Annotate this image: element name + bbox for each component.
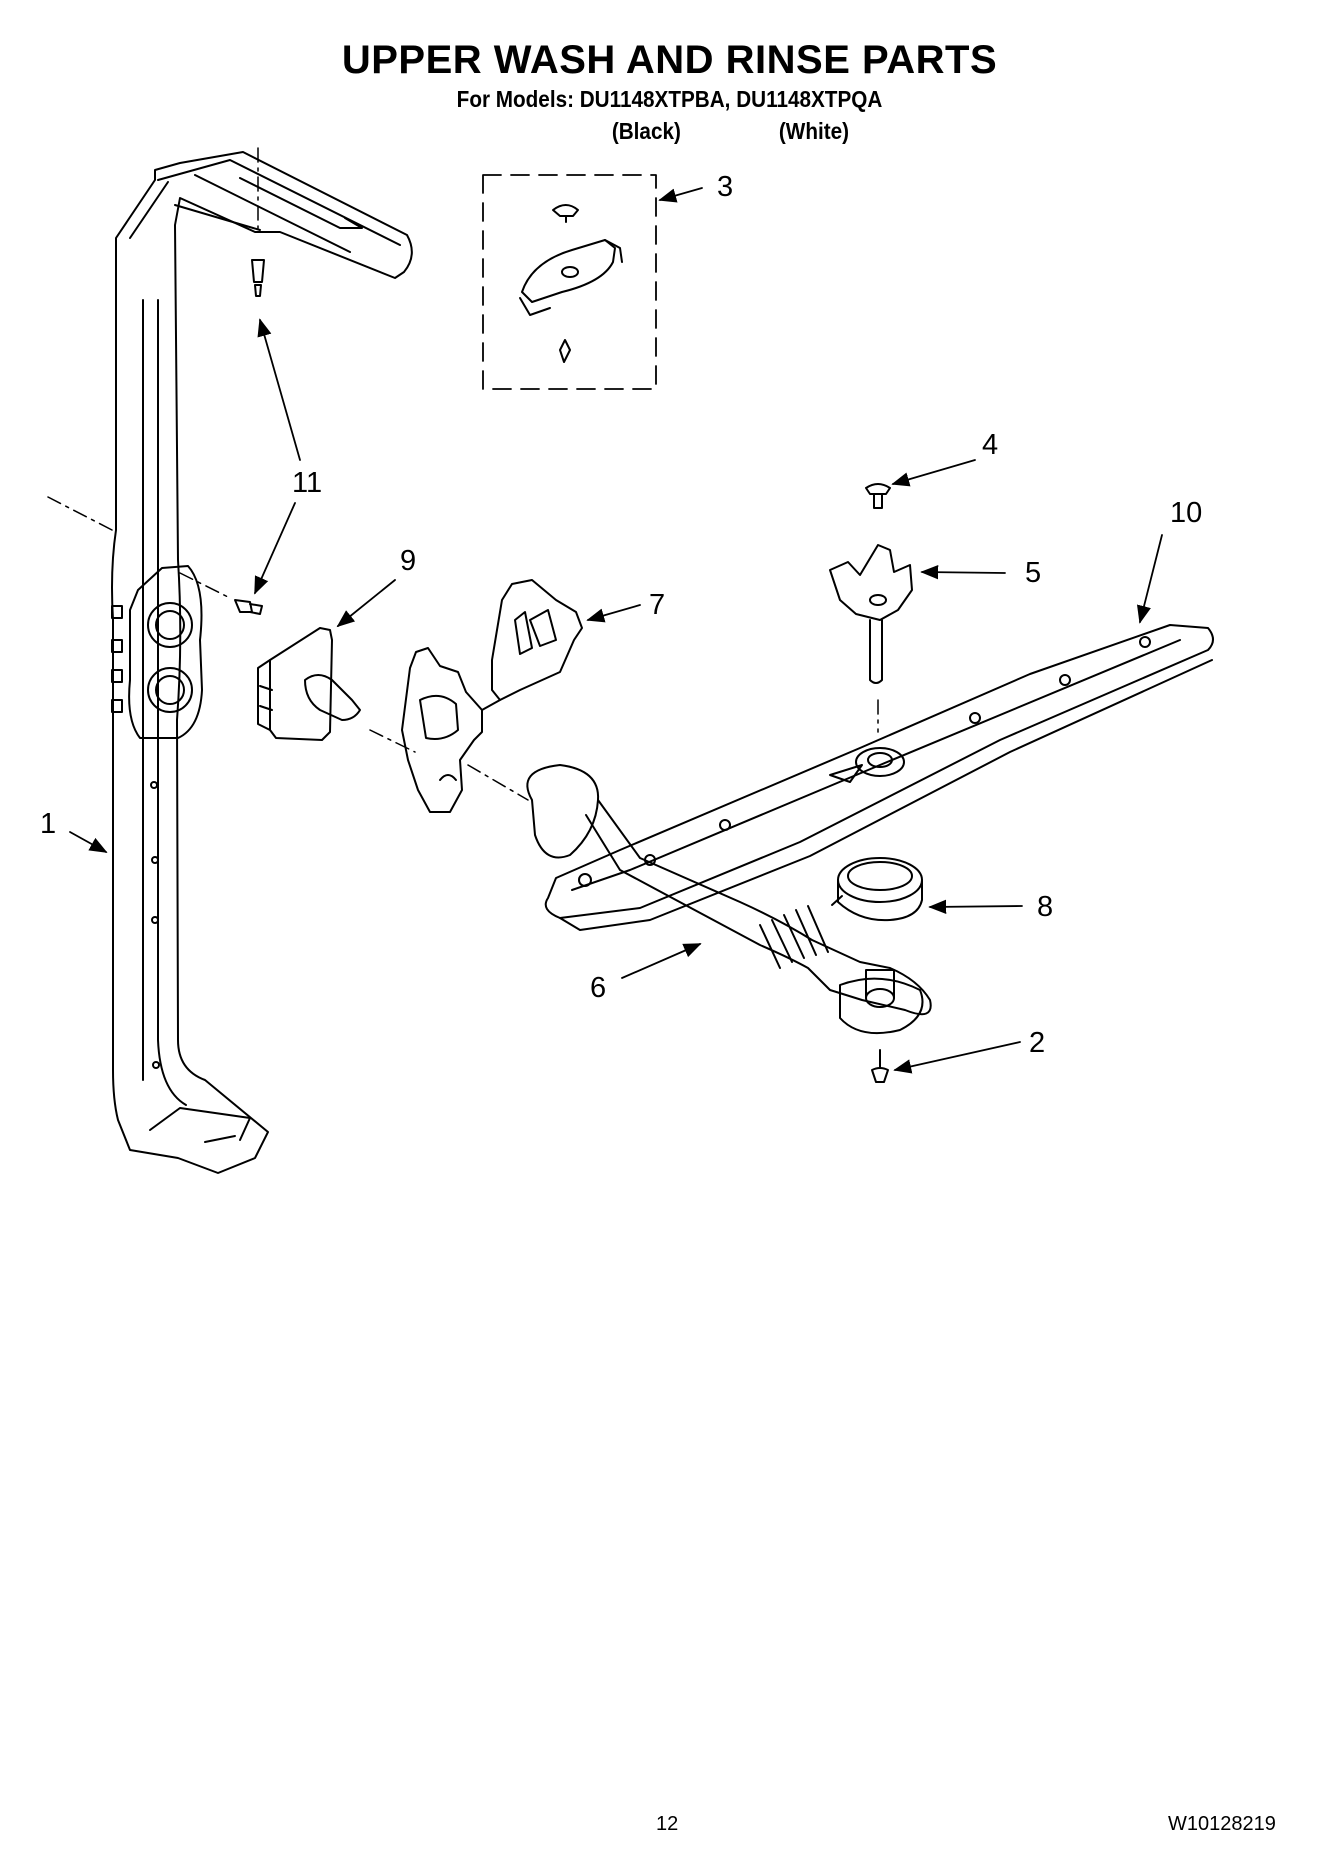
part-9-diverter xyxy=(257,627,361,741)
page-number: 12 xyxy=(656,1813,679,1835)
centerlines xyxy=(47,147,879,801)
callout-7: 7 xyxy=(649,589,665,621)
part-10-spray-arm xyxy=(544,624,1214,931)
variant-white-label: (White) xyxy=(778,118,850,144)
callout-9: 9 xyxy=(400,545,416,577)
part-2-screw xyxy=(871,1049,889,1083)
callout-4: 4 xyxy=(982,429,998,461)
variant-black-label: (Black) xyxy=(611,118,681,144)
page-title: UPPER WASH AND RINSE PARTS xyxy=(341,38,998,82)
callout-1: 1 xyxy=(40,808,56,840)
callout-labels: 1 2 3 4 5 6 7 8 9 10 11 xyxy=(40,171,1202,1059)
callout-3: 3 xyxy=(717,171,733,203)
callout-2: 2 xyxy=(1029,1027,1045,1059)
callout-5: 5 xyxy=(1025,557,1041,589)
part-4-screw xyxy=(865,483,891,509)
part-11-screws xyxy=(234,259,265,615)
models-line: For Models: DU1148XTPBA, DU1148XTPQA xyxy=(456,86,883,112)
callout-10: 10 xyxy=(1170,497,1202,529)
callout-11: 11 xyxy=(292,467,322,499)
part-7-bracket xyxy=(401,579,583,813)
part-6-feed-tube xyxy=(526,764,932,1035)
part-3-mount-kit xyxy=(482,174,657,390)
part-1-manifold xyxy=(111,151,413,1174)
document-number: W10128219 xyxy=(1168,1813,1276,1835)
callout-6: 6 xyxy=(590,972,606,1004)
callout-8: 8 xyxy=(1037,891,1053,923)
part-8-bearing xyxy=(831,857,923,922)
part-5-hub xyxy=(829,544,913,684)
leader-lines xyxy=(69,187,1163,1074)
